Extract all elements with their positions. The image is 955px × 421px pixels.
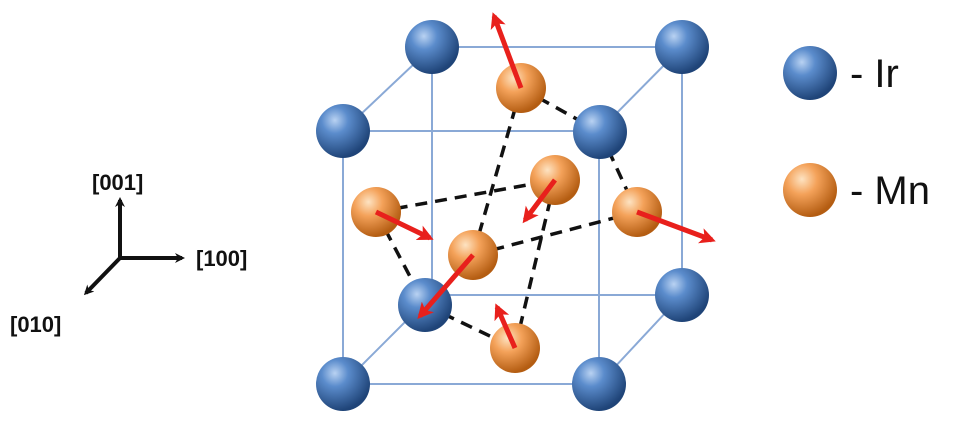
spin-arrow — [490, 12, 524, 89]
ir-atom — [316, 104, 370, 158]
axis-label-100: [100] — [196, 246, 247, 271]
axis-label-001: [001] — [92, 170, 143, 195]
legend-item-mn: - Mn — [783, 163, 930, 217]
axis-label-010: [010] — [10, 312, 61, 337]
spin-arrows — [374, 12, 716, 350]
legend-mn-label: - Mn — [850, 169, 930, 213]
axis-arrow-010 — [83, 256, 122, 296]
bond-line — [375, 178, 556, 214]
legend-mn-swatch — [783, 163, 837, 217]
spin-arrow — [417, 253, 475, 320]
spin-arrow — [494, 303, 518, 350]
spin-arrow — [374, 209, 434, 241]
legend: - Ir - Mn — [783, 46, 930, 217]
ir-atom — [573, 105, 627, 159]
bond-line — [472, 210, 638, 257]
ir-atom — [655, 268, 709, 322]
ir-atom — [655, 20, 709, 74]
spin-arrow — [522, 178, 557, 224]
legend-ir-label: - Ir — [850, 52, 899, 96]
legend-ir-swatch — [783, 46, 837, 100]
bond-line — [520, 86, 601, 134]
ir-atom — [316, 357, 370, 411]
bond-line — [471, 87, 523, 256]
bond-line — [513, 179, 557, 349]
legend-item-ir: - Ir — [783, 46, 899, 100]
ir-atom — [405, 20, 459, 74]
bond-line — [598, 131, 639, 213]
axis-triad: [001] [100] [010] — [10, 170, 247, 337]
ir-atom — [572, 357, 626, 411]
spin-arrow — [636, 209, 716, 244]
